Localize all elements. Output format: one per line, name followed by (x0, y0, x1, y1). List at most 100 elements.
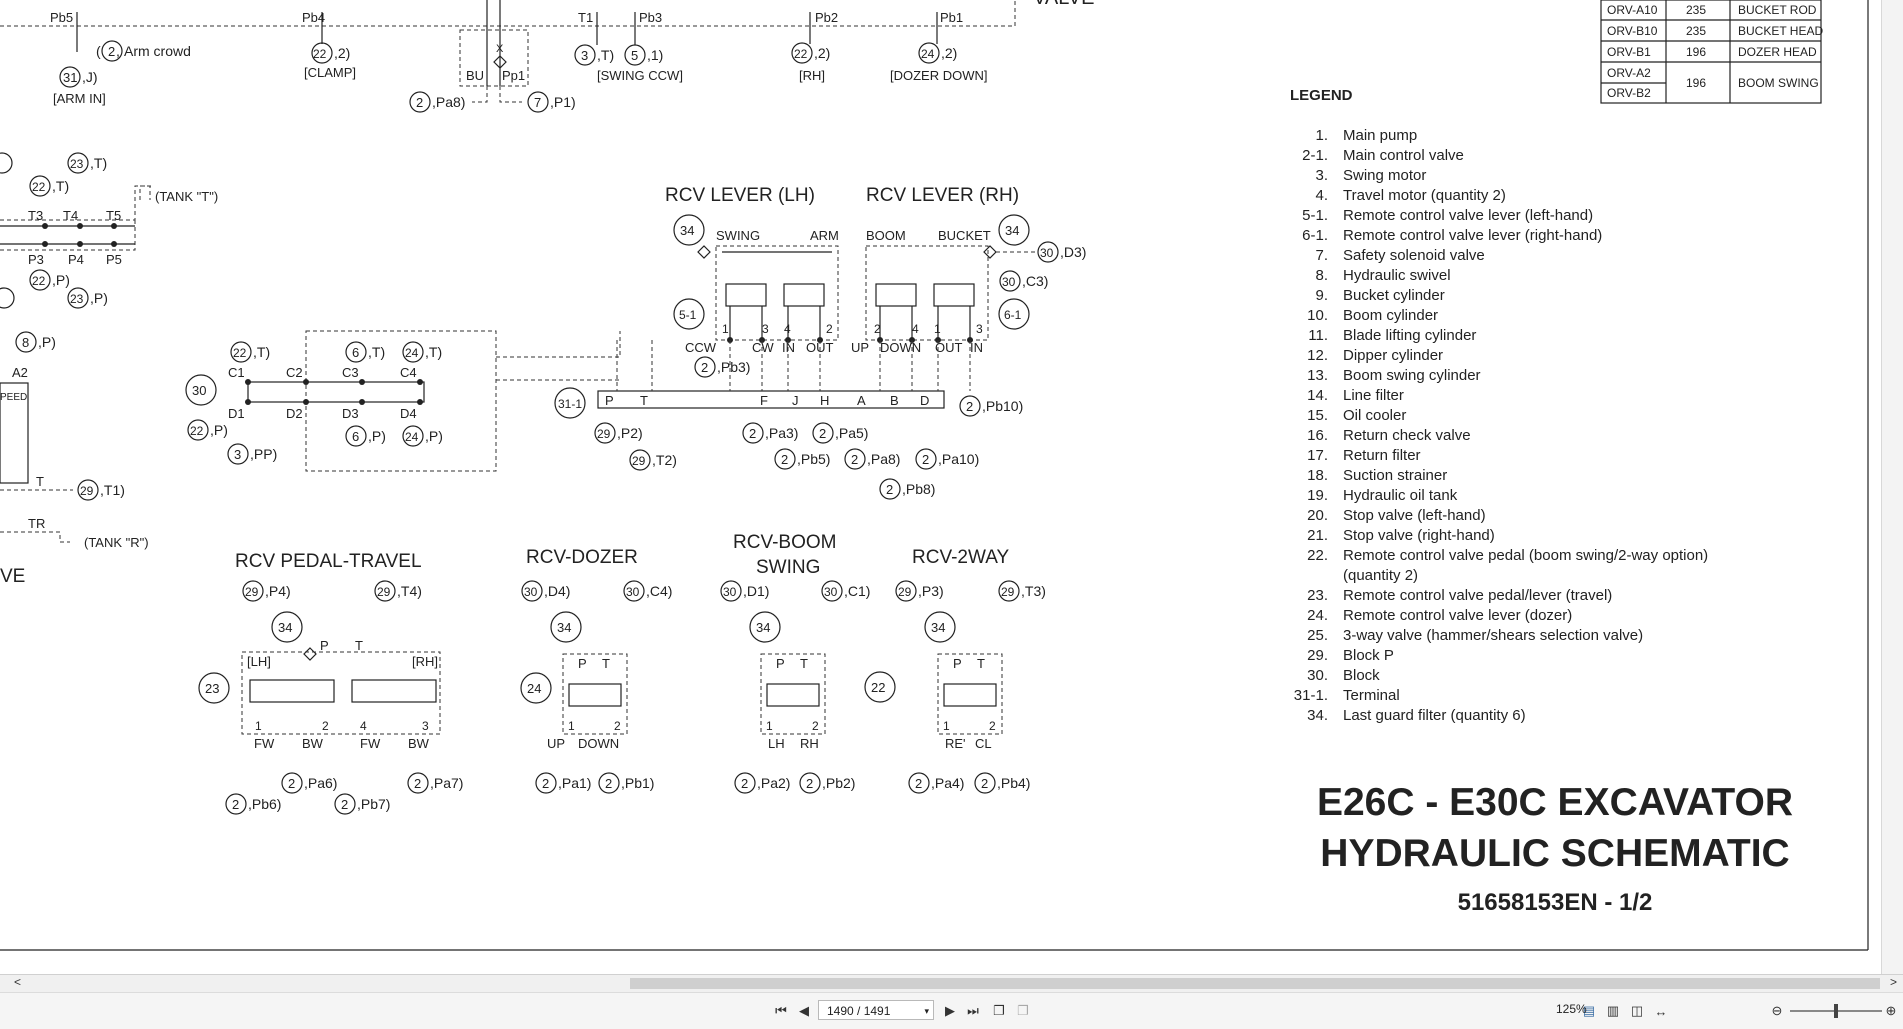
single-page-view-icon[interactable]: ▤ (1582, 1003, 1596, 1018)
svg-text:,C4): ,C4) (646, 583, 672, 599)
legend-item-text: Safety solenoid valve (1343, 247, 1485, 264)
port-pb3: Pb3 (639, 10, 662, 25)
scroll-left-arrow[interactable]: < (14, 975, 22, 989)
svg-text:,: , (116, 43, 120, 59)
svg-text:,P): ,P) (425, 428, 443, 444)
legend-item-text: Main pump (1343, 127, 1417, 144)
horizontal-scrollbar[interactable]: < > (0, 974, 1903, 993)
svg-text:24: 24 (527, 681, 541, 696)
svg-text:C4: C4 (400, 365, 417, 380)
next-page-icon[interactable]: ▶ (945, 1003, 955, 1018)
legend-item-number: 18. (1307, 467, 1328, 484)
label-rh: [RH] (799, 68, 825, 83)
svg-text:2: 2 (701, 360, 708, 375)
legend-item-number: 30. (1307, 667, 1328, 684)
orv-table-cell: BOOM SWING (1738, 76, 1819, 90)
previous-page-icon[interactable]: ◀ (799, 1003, 809, 1018)
svg-text:T: T (355, 638, 363, 653)
svg-text:1: 1 (568, 719, 575, 733)
svg-text:A: A (857, 393, 866, 408)
zoom-slider[interactable] (1790, 1004, 1882, 1018)
continuous-view-icon[interactable]: ▥ (1606, 1003, 1620, 1018)
legend-item-text: Remote control valve lever (right-hand) (1343, 227, 1602, 244)
zoom-level[interactable]: 125% (1556, 1002, 1587, 1016)
scroll-right-arrow[interactable]: > (1889, 975, 1897, 989)
svg-text:T: T (800, 656, 808, 671)
orv-table-cell: ORV-B10 (1607, 24, 1658, 38)
zoom-in-icon[interactable]: ⊕ (1885, 1003, 1897, 1018)
legend-item-text: Oil cooler (1343, 407, 1406, 424)
legend-item-text: 3-way valve (hammer/shears selection val… (1343, 627, 1643, 644)
svg-text:,Pb10): ,Pb10) (982, 398, 1023, 414)
svg-text:30: 30 (723, 585, 737, 599)
svg-text:,Pb5): ,Pb5) (797, 451, 830, 467)
page-number-input[interactable]: 1490 / 1491 ▾ (818, 1000, 934, 1020)
chevron-down-icon[interactable]: ▾ (924, 1006, 929, 1016)
zoom-out-icon[interactable]: ⊖ (1771, 1003, 1783, 1018)
drawing-title-line1: E26C - E30C EXCAVATOR (1317, 781, 1793, 824)
svg-text:,P3): ,P3) (918, 583, 944, 599)
svg-text:2: 2 (781, 452, 788, 467)
svg-text:,Pa8): ,Pa8) (432, 94, 465, 110)
svg-text:22: 22 (233, 346, 247, 360)
svg-text:CCW: CCW (685, 340, 717, 355)
svg-text:D: D (920, 393, 929, 408)
port-x: X (496, 43, 504, 55)
legend-item-text: Blade lifting cylinder (1343, 327, 1476, 344)
paste-page-icon[interactable]: ❐ (1017, 1003, 1029, 1018)
svg-text:34: 34 (278, 620, 292, 635)
svg-text:2: 2 (749, 426, 756, 441)
svg-text:3: 3 (762, 322, 769, 336)
facing-pages-icon[interactable]: ◫ (1630, 1003, 1644, 1018)
zoom-slider-knob[interactable] (1834, 1004, 1838, 1018)
svg-text:FW: FW (254, 736, 275, 751)
svg-text:29: 29 (1001, 585, 1015, 599)
svg-text:T3: T3 (28, 208, 43, 223)
svg-text:ARM: ARM (810, 228, 839, 243)
last-page-icon[interactable]: ⏭ (967, 1003, 979, 1018)
svg-text:,Pa4): ,Pa4) (931, 775, 964, 791)
svg-text:,T4): ,T4) (397, 583, 422, 599)
document-viewport[interactable]: VALVE VE Pb5 Pb4 T1 Pb3 Pb2 Pb1 X BU Pp1… (0, 0, 1882, 974)
first-page-icon[interactable]: ⏮ (775, 1003, 787, 1018)
svg-text:C2: C2 (286, 365, 303, 380)
svg-text:,Pb1): ,Pb1) (621, 775, 654, 791)
legend-item-number: 31-1. (1294, 687, 1328, 704)
svg-text:6: 6 (352, 345, 359, 360)
svg-text:2: 2 (416, 95, 423, 110)
svg-text:,2): ,2) (814, 45, 830, 61)
vertical-scrollbar[interactable] (1881, 0, 1903, 974)
svg-text:3: 3 (234, 447, 241, 462)
svg-text:,P1): ,P1) (550, 94, 576, 110)
svg-text:,Pa7): ,Pa7) (430, 775, 463, 791)
legend-item-number: 16. (1307, 427, 1328, 444)
svg-text:RE': RE' (945, 736, 966, 751)
svg-text:C3: C3 (342, 365, 359, 380)
svg-text:BW: BW (408, 736, 430, 751)
legend-item-number: 23. (1307, 587, 1328, 604)
svg-text:TR: TR (28, 516, 45, 531)
copy-page-icon[interactable]: ❐ (993, 1003, 1005, 1018)
port-bu: BU (466, 68, 484, 83)
svg-text:RH: RH (800, 736, 819, 751)
horizontal-scroll-thumb[interactable] (630, 978, 1880, 989)
svg-text:CW: CW (752, 340, 774, 355)
svg-text:2: 2 (826, 322, 833, 336)
svg-text:1: 1 (766, 719, 773, 733)
svg-text:22: 22 (871, 680, 885, 695)
label-arm-in: [ARM IN] (53, 91, 106, 106)
legend-item-text: Hydraulic swivel (1343, 267, 1451, 284)
svg-text:30: 30 (192, 383, 206, 398)
svg-text:24: 24 (921, 47, 935, 61)
fit-width-icon[interactable]: ↔ (1654, 1003, 1668, 1019)
svg-text:,T): ,T) (52, 178, 69, 194)
svg-text:29: 29 (377, 585, 391, 599)
svg-text:,P): ,P) (38, 334, 56, 350)
svg-text:,P4): ,P4) (265, 583, 291, 599)
label-tank-t: (TANK "T") (155, 189, 218, 204)
port-pp1: Pp1 (502, 68, 525, 83)
